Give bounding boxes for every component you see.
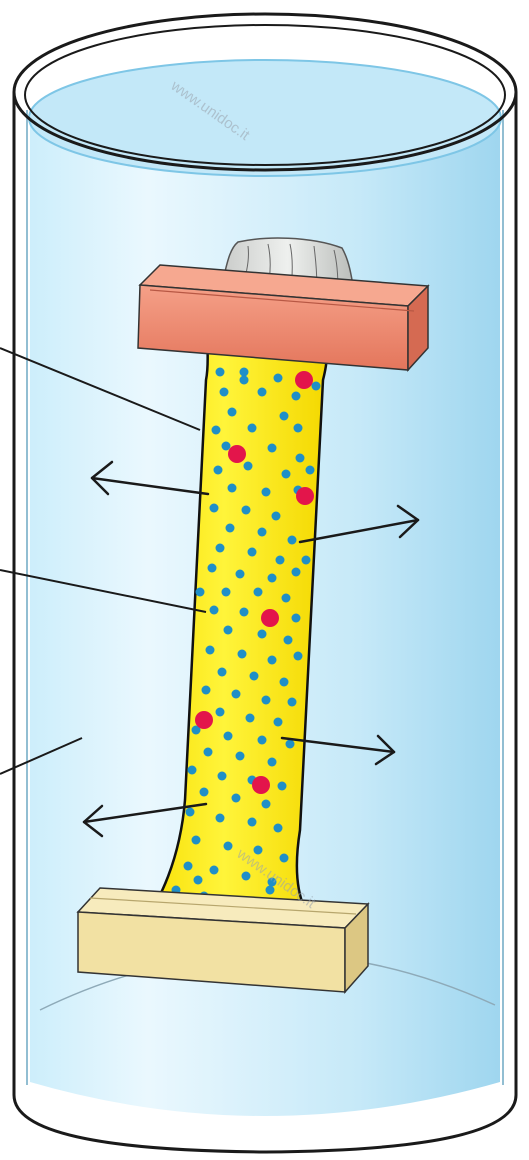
- large-particle: [261, 609, 279, 627]
- small-particle: [240, 608, 249, 617]
- small-particle: [274, 718, 283, 727]
- small-particle: [286, 740, 295, 749]
- small-particle: [268, 444, 277, 453]
- small-particle: [244, 462, 253, 471]
- large-particle: [296, 487, 314, 505]
- small-particle: [184, 862, 193, 871]
- small-particle: [288, 698, 297, 707]
- small-particle: [210, 606, 219, 615]
- small-particle: [280, 678, 289, 687]
- small-particle: [272, 512, 281, 521]
- small-particle: [268, 656, 277, 665]
- small-particle: [206, 646, 215, 655]
- small-particle: [262, 488, 271, 497]
- small-particle: [228, 408, 237, 417]
- small-particle: [258, 528, 267, 537]
- small-particle: [194, 876, 203, 885]
- small-particle: [254, 588, 263, 597]
- small-particle: [202, 686, 211, 695]
- small-particle: [224, 626, 233, 635]
- small-particle: [218, 668, 227, 677]
- small-particle: [294, 652, 303, 661]
- small-particle: [292, 614, 301, 623]
- small-particle: [292, 392, 301, 401]
- small-particle: [216, 368, 225, 377]
- small-particle: [238, 650, 247, 659]
- small-particle: [262, 696, 271, 705]
- small-particle: [278, 782, 287, 791]
- small-particle: [210, 866, 219, 875]
- small-particle: [284, 636, 293, 645]
- small-particle: [262, 800, 271, 809]
- small-particle: [282, 470, 291, 479]
- small-particle: [214, 466, 223, 475]
- small-particle: [306, 466, 315, 475]
- small-particle: [248, 818, 257, 827]
- small-particle: [204, 748, 213, 757]
- small-particle: [258, 630, 267, 639]
- small-particle: [276, 556, 285, 565]
- small-particle: [240, 376, 249, 385]
- small-particle: [218, 772, 227, 781]
- small-particle: [222, 588, 231, 597]
- small-particle: [208, 564, 217, 573]
- small-particle: [232, 794, 241, 803]
- small-particle: [232, 690, 241, 699]
- small-particle: [200, 788, 209, 797]
- small-particle: [294, 424, 303, 433]
- water-surface: [29, 60, 501, 176]
- small-particle: [268, 574, 277, 583]
- small-particle: [288, 536, 297, 545]
- small-particle: [224, 842, 233, 851]
- small-particle: [268, 758, 277, 767]
- small-particle: [282, 594, 291, 603]
- small-particle: [246, 714, 255, 723]
- small-particle: [302, 556, 311, 565]
- small-particle: [248, 424, 257, 433]
- small-particle: [188, 766, 197, 775]
- small-particle: [216, 708, 225, 717]
- small-particle: [280, 412, 289, 421]
- small-particle: [296, 454, 305, 463]
- large-particle: [228, 445, 246, 463]
- small-particle: [186, 808, 195, 817]
- large-particle: [252, 776, 270, 794]
- small-particle: [242, 872, 251, 881]
- small-particle: [228, 484, 237, 493]
- small-particle: [196, 588, 205, 597]
- small-particle: [248, 548, 257, 557]
- small-particle: [274, 374, 283, 383]
- small-particle: [212, 426, 221, 435]
- small-particle: [258, 388, 267, 397]
- small-particle: [226, 524, 235, 533]
- small-particle: [250, 672, 259, 681]
- small-particle: [220, 388, 229, 397]
- large-particle: [195, 711, 213, 729]
- small-particle: [210, 504, 219, 513]
- small-particle: [236, 752, 245, 761]
- small-particle: [192, 836, 201, 845]
- large-particle: [295, 371, 313, 389]
- small-particle: [312, 382, 321, 391]
- small-particle: [236, 570, 245, 579]
- small-particle: [242, 506, 251, 515]
- small-particle: [222, 442, 231, 451]
- small-particle: [216, 544, 225, 553]
- small-particle: [224, 732, 233, 741]
- small-particle: [240, 368, 249, 377]
- small-particle: [216, 814, 225, 823]
- small-particle: [258, 736, 267, 745]
- small-particle: [280, 854, 289, 863]
- small-particle: [274, 824, 283, 833]
- small-particle: [292, 568, 301, 577]
